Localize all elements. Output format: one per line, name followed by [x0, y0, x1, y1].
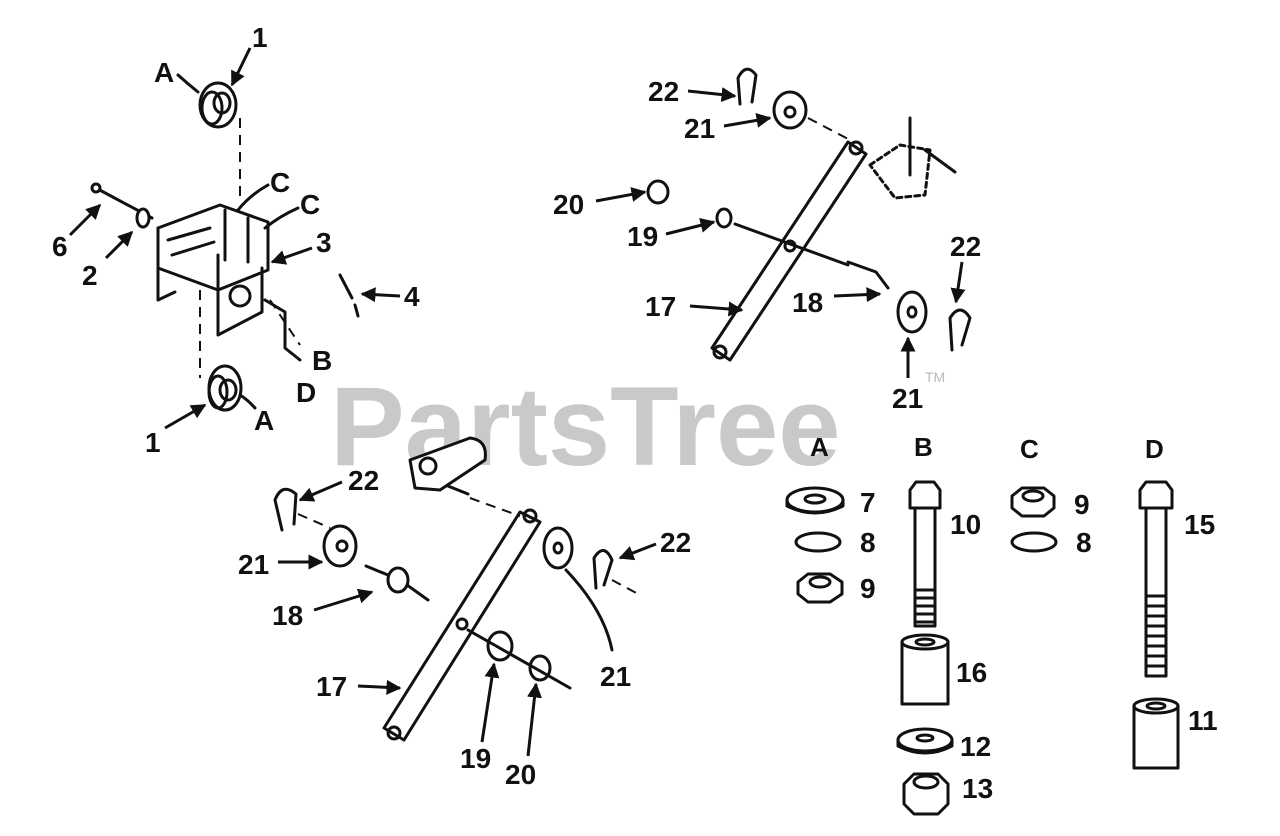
legend-header-C: C: [1020, 434, 1039, 464]
callouts-linkage-right: 22 21 20 19 17 18 22 21: [553, 76, 981, 414]
callout-21-right-top: 21: [684, 113, 715, 144]
linkage-left: [273, 436, 641, 742]
long-bolt-icon: [1138, 480, 1174, 678]
lockwasher-19-left: [486, 630, 514, 662]
callout-C-1: C: [270, 167, 290, 198]
legend-item-9-C: 9: [1074, 489, 1090, 520]
legend-group-B: 10 16 12 13: [896, 480, 993, 816]
washer-21-left-right: [542, 526, 574, 570]
callout-21-left-top: 21: [238, 549, 269, 580]
callout-4: 4: [404, 281, 420, 312]
callout-20-left: 20: [505, 759, 536, 790]
callout-1-bottom: 1: [145, 427, 161, 458]
callout-18-right: 18: [792, 287, 823, 318]
hex-nut-icon: [796, 572, 844, 604]
hairpin-22-right-top: [736, 67, 758, 106]
legend-item-10: 10: [950, 509, 981, 540]
pulley-bottom: [207, 364, 243, 412]
hex-nut-C-icon: [1010, 486, 1056, 518]
legend-group-A: 7 8 9: [785, 486, 876, 604]
hairpin-22-left-right: [592, 549, 614, 590]
legend-item-12: 12: [960, 731, 991, 762]
hex-bolt-icon: [908, 480, 942, 628]
washer-21-right-bottom: [896, 290, 928, 334]
callout-6: 6: [52, 231, 68, 262]
callout-21-left-right: 21: [600, 661, 631, 692]
lock-nut-icon: [902, 772, 950, 816]
shoulder-bolt-18-right: [846, 260, 890, 290]
watermark-text: PartsTree: [330, 364, 841, 489]
callout-19-left: 19: [460, 743, 491, 774]
callout-D: D: [296, 377, 316, 408]
callout-22-right-bottom: 22: [950, 231, 981, 262]
callout-22-right-top: 22: [648, 76, 679, 107]
mounting-bracket: [156, 203, 302, 362]
callout-A-top: A: [154, 57, 174, 88]
callout-20-right: 20: [553, 189, 584, 220]
callout-3: 3: [316, 227, 332, 258]
callout-A-bottom: A: [254, 405, 274, 436]
callout-22-left-top: 22: [348, 465, 379, 496]
spacer-11-icon: [1132, 697, 1180, 770]
link-rod-17-left: [382, 510, 542, 742]
pulley-top: [198, 81, 238, 129]
callout-2: 2: [82, 260, 98, 291]
pivot-plate: [408, 436, 487, 492]
callout-19-right: 19: [627, 221, 658, 252]
callout-22-left-right: 22: [660, 527, 691, 558]
legend-item-11: 11: [1188, 705, 1218, 736]
hairpin-22-left-top: [273, 487, 298, 532]
legend-item-16: 16: [956, 657, 987, 688]
nut-20-right: [646, 179, 670, 205]
washer-2: [135, 207, 151, 229]
legend-group-D: 15 11: [1132, 480, 1218, 770]
legend-header-D: D: [1145, 434, 1164, 464]
legend-item-7: 7: [860, 487, 876, 518]
lock-washer-C-icon: [1010, 531, 1058, 553]
callout-17-right: 17: [645, 291, 676, 322]
callout-1-top: 1: [252, 22, 268, 53]
callouts-bracket: 1 A C C 3 4 6 2 B D 1 A: [52, 22, 420, 458]
legend-item-8-A: 8: [860, 527, 876, 558]
bracket-assembly: [90, 81, 360, 412]
legend-header-A: A: [810, 432, 829, 462]
lockwasher-19-right: [715, 207, 733, 229]
part-4: [338, 273, 360, 318]
callout-17-left: 17: [316, 671, 347, 702]
callout-B: B: [312, 345, 332, 376]
legend-item-15: 15: [1184, 509, 1215, 540]
spacer-sleeve-icon: [900, 633, 950, 706]
linkage-right: [646, 67, 972, 362]
callout-18-left: 18: [272, 600, 303, 631]
washer-12-icon: [896, 727, 954, 755]
callout-21-right-bottom: 21: [892, 383, 923, 414]
legend-header-B: B: [914, 432, 933, 462]
watermark-trademark: TM: [925, 369, 945, 385]
legend-item-8-C: 8: [1076, 527, 1092, 558]
legend-item-13: 13: [962, 773, 993, 804]
legend-item-9-A: 9: [860, 573, 876, 604]
washer-21-left-top: [322, 524, 358, 568]
callouts-linkage-left: 22 21 18 17 19 20 21 22: [238, 465, 691, 790]
legend-group-C: 9 8: [1010, 486, 1092, 558]
hairpin-22-right-bottom: [948, 308, 972, 352]
lock-washer-icon: [794, 531, 842, 553]
washer-21-right-top: [772, 90, 808, 130]
callout-C-2: C: [300, 189, 320, 220]
hardware-legend: A B C D 7 8 9: [785, 432, 1218, 816]
